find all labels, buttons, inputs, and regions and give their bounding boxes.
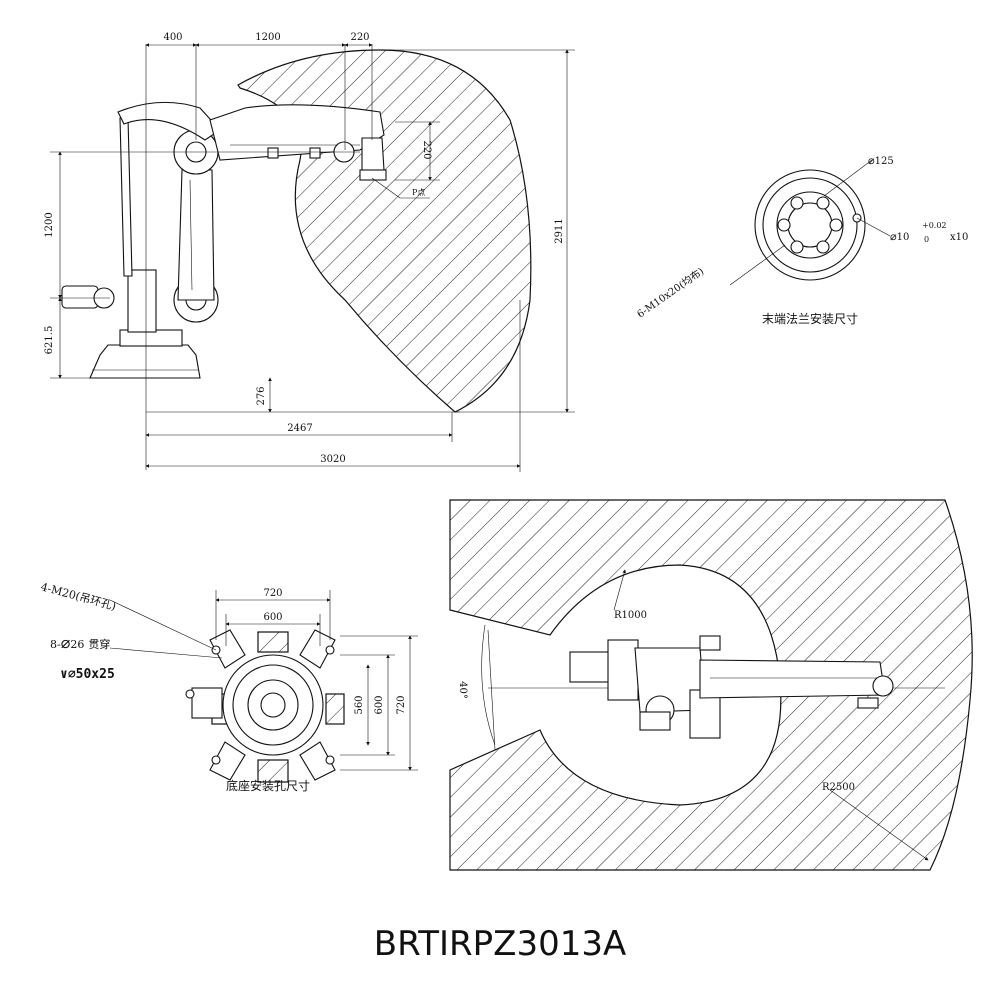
diameter-icon: ⌀ xyxy=(868,154,875,167)
base-caption: 底座安装孔尺寸 xyxy=(226,778,310,793)
base-callout-8: 8- xyxy=(50,638,61,651)
flange-tol-zero: 0 xyxy=(924,235,929,244)
base-callout-26: 26 xyxy=(70,638,84,651)
robot-side-view xyxy=(61,101,387,379)
dim-top-1200: 1200 xyxy=(255,32,280,43)
diameter-icon: ⌀ xyxy=(61,633,71,652)
base-dim-720-top: 720 xyxy=(263,588,282,599)
flange-pin: 10 xyxy=(897,232,910,243)
diameter-icon: ⌀ xyxy=(890,230,897,243)
dim-left-1200: 1200 xyxy=(44,212,55,237)
base-dim-600-right: 600 xyxy=(374,695,385,714)
flange-tol-plus: +0.02 xyxy=(922,221,947,230)
flange-caption: 末端法兰安装尺寸 xyxy=(762,311,858,326)
base-dim-720-right: 720 xyxy=(396,695,407,714)
base-dim-560: 560 xyxy=(354,695,365,714)
base-dim-600-top: 600 xyxy=(263,612,282,623)
dim-total-3020: 3020 xyxy=(320,454,345,465)
flange-pin-depth: x10 xyxy=(950,232,968,243)
side-dimensions: 400 1200 220 220 P点 1200 621.5 276 2911 xyxy=(44,32,575,472)
dim-wrist-220: 220 xyxy=(421,140,432,159)
flange-bolts: 6-M10x20(均布) xyxy=(635,265,707,320)
dim-top-400: 400 xyxy=(163,32,182,43)
top-work-envelope: 40° R1000 R2500 xyxy=(449,499,973,871)
flange-d125: 125 xyxy=(875,156,894,167)
top-r-inner: R1000 xyxy=(614,610,647,621)
flange-detail: ⌀125 ⌀10 +0.02 0 x10 6-M10x20(均布) 末端法兰安装… xyxy=(635,154,969,326)
counterbore-icon: ∨⌀ xyxy=(60,667,76,682)
robot-top-view xyxy=(488,635,945,739)
dim-left-621: 621.5 xyxy=(44,326,55,355)
svg-text:∨⌀50x25: ∨⌀50x25 xyxy=(60,667,115,682)
dim-base-276: 276 xyxy=(256,386,267,405)
model-title: BRTIRPZ3013A xyxy=(374,924,626,964)
top-angle: 40° xyxy=(457,681,468,699)
dim-top-220: 220 xyxy=(350,32,369,43)
base-callout-m20: 4-M20(吊环孔) xyxy=(39,580,117,613)
side-work-envelope xyxy=(237,49,532,413)
p-point-label: P点 xyxy=(412,188,425,197)
dim-right-2911: 2911 xyxy=(554,218,565,243)
svg-text:⌀10: ⌀10 xyxy=(890,230,909,243)
top-r-outer: R2500 xyxy=(822,782,855,793)
dim-reach-2467: 2467 xyxy=(287,423,312,434)
base-callout-through: 贯穿 xyxy=(88,637,110,651)
svg-text:⌀125: ⌀125 xyxy=(868,154,894,167)
base-mounting-view: 4-M20(吊环孔) 8-⌀26 贯穿 ∨⌀50x25 720 600 560 6… xyxy=(39,580,418,793)
base-callout-50x25: 50x25 xyxy=(76,667,115,682)
